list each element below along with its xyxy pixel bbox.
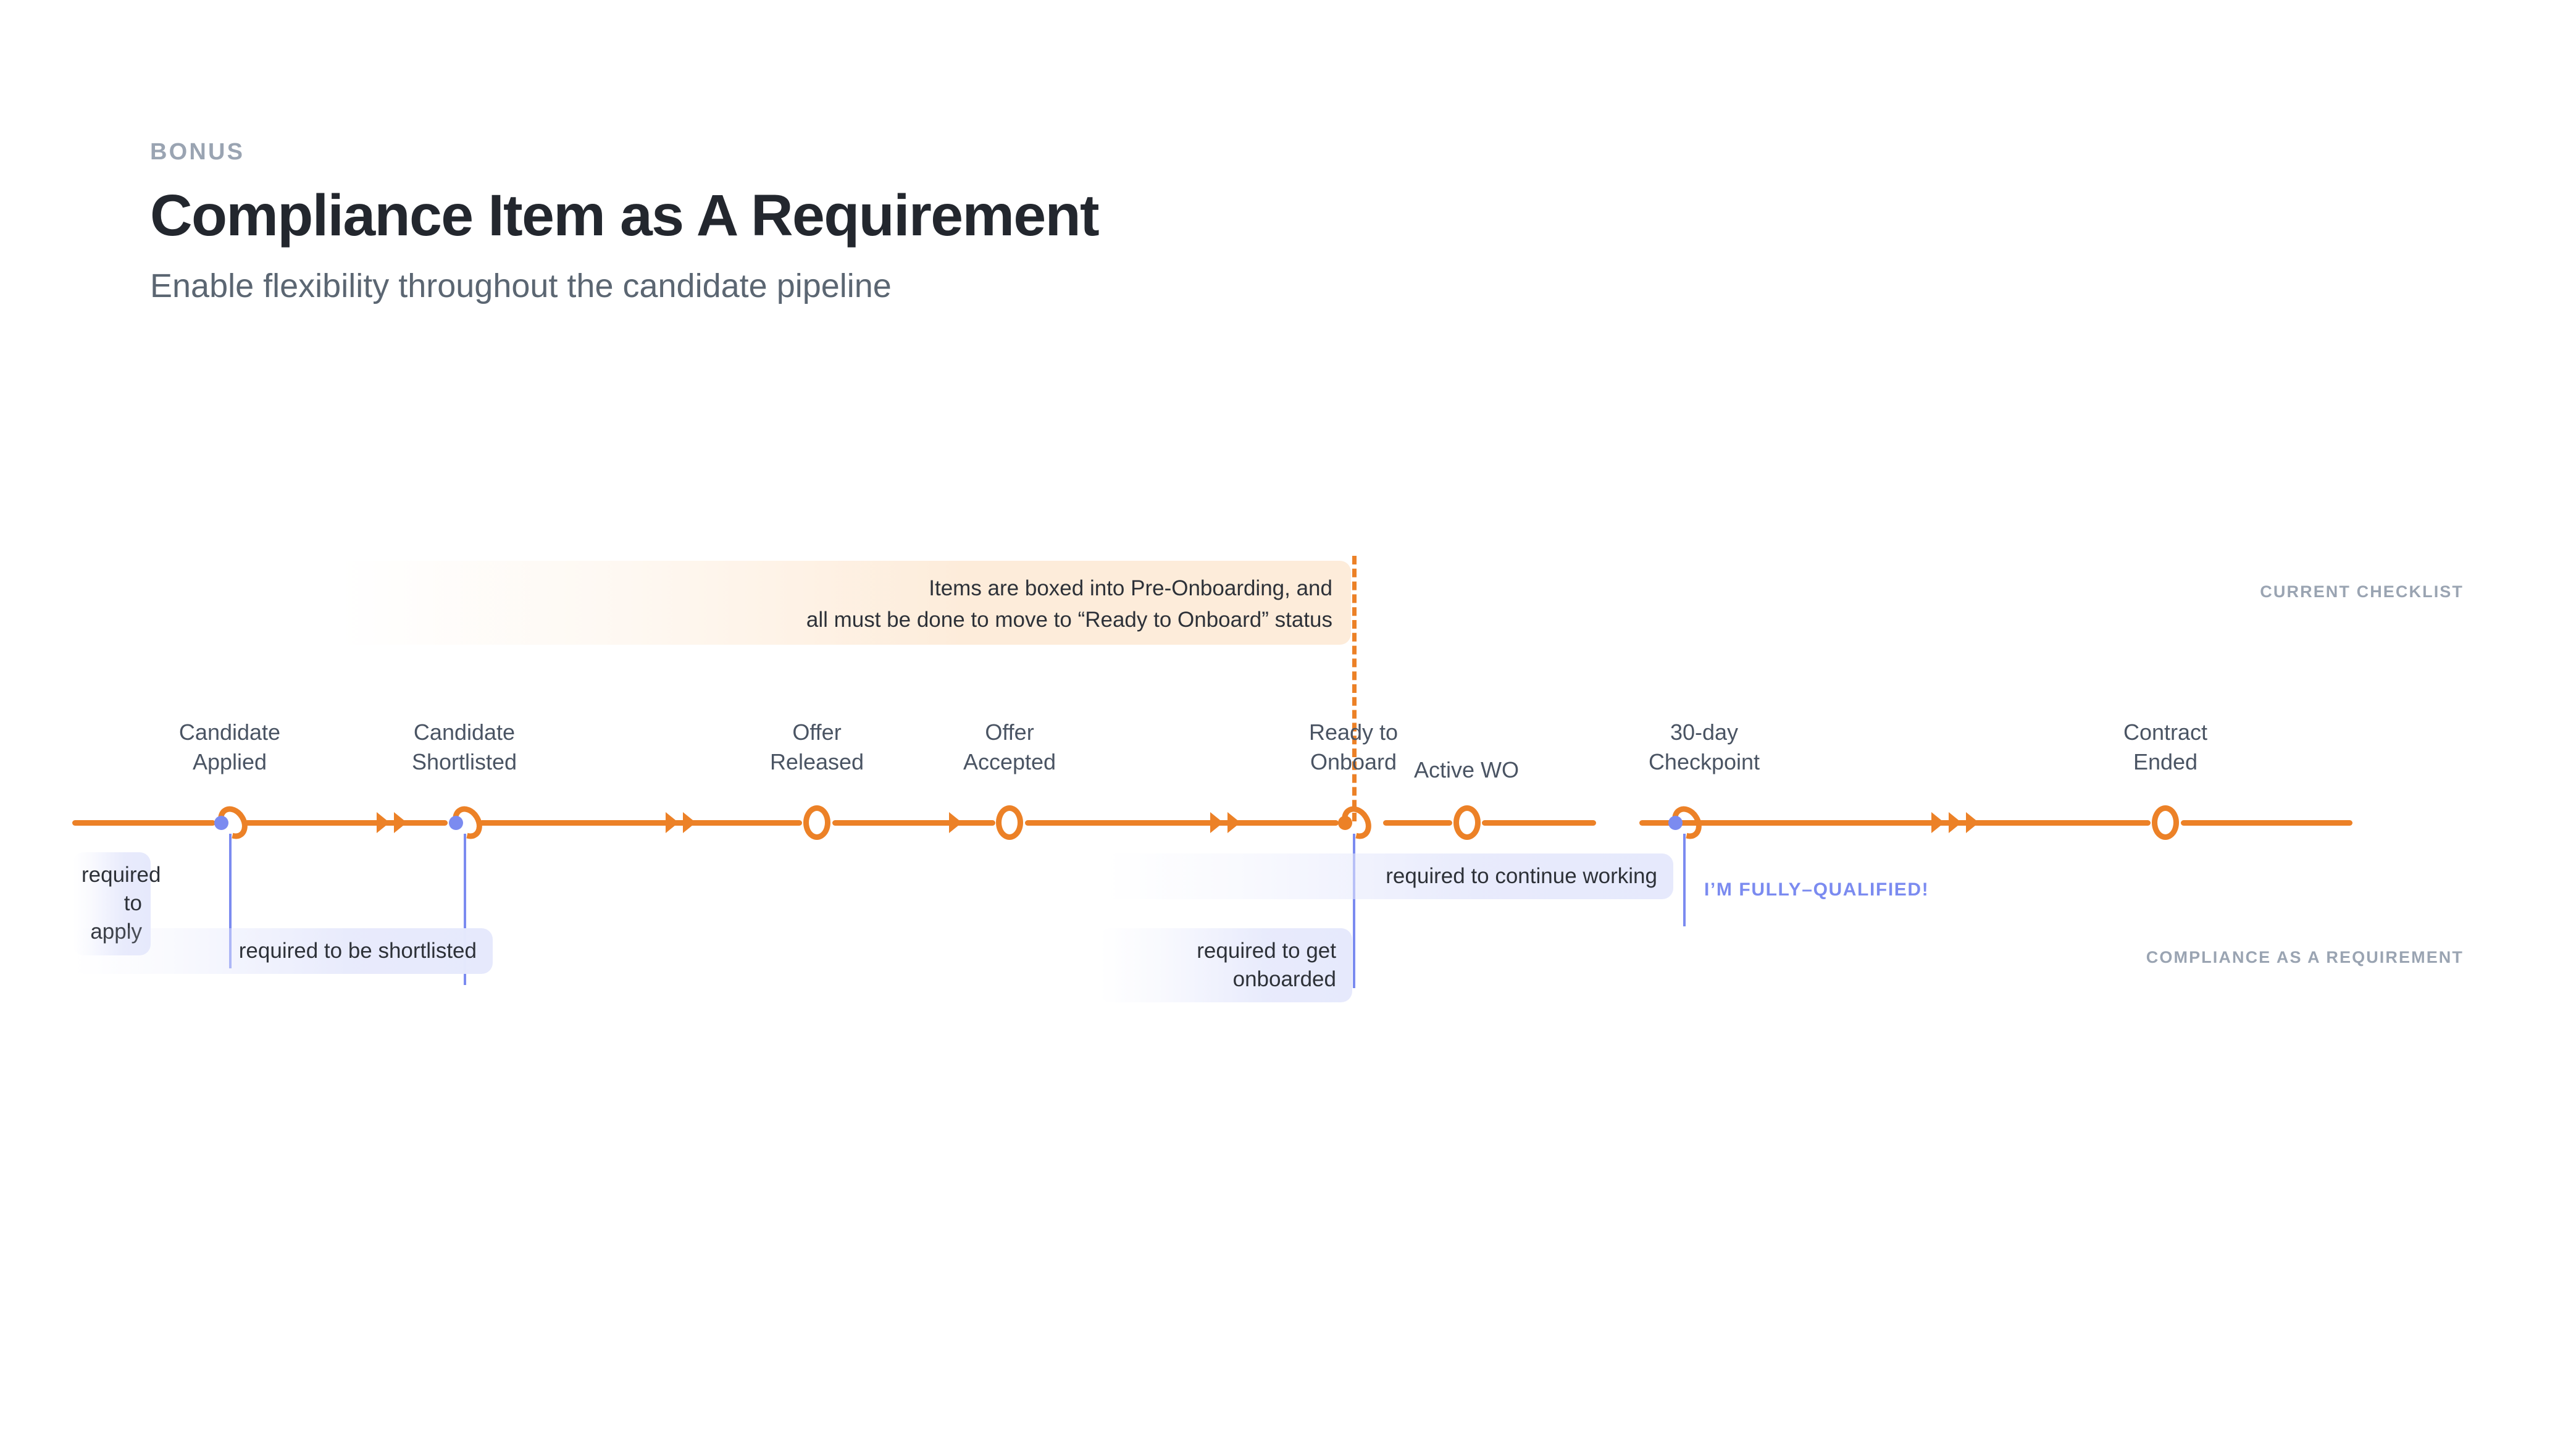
- stage-dot-30-day-checkpoint: [1668, 816, 1683, 830]
- page-title: Compliance Item as A Requirement: [150, 183, 1100, 248]
- page-subtitle: Enable flexibility throughout the candid…: [150, 267, 892, 304]
- stage-label-active-wo: Active WO: [1413, 757, 1519, 782]
- rail-segment-1: [244, 820, 448, 826]
- stage-dot-candidate-shortlisted: [449, 816, 463, 830]
- drop-line-candidate-applied: [229, 834, 232, 968]
- arrow-chevron-icon: [1210, 812, 1223, 833]
- stage-marker-contract-ended[interactable]: [2152, 805, 2179, 840]
- arrow-chevron-icon: [1966, 812, 1979, 833]
- stage-label-candidate-applied: Candidate Applied: [178, 719, 281, 774]
- arrow-chevron-icon: [949, 812, 962, 833]
- rail-segment-3: [832, 820, 995, 826]
- stage-label-ready-to-onboard: Ready to Onboard: [1308, 719, 1399, 774]
- rail-segment-end: [2181, 820, 2352, 826]
- stage-label-offer-released: Offer Released: [769, 719, 864, 774]
- stage-marker-active-wo[interactable]: [1453, 805, 1481, 840]
- rail-segment-7: [1639, 820, 2151, 826]
- stage-dot-candidate-applied: [214, 816, 228, 830]
- rail-segment-5: [1383, 820, 1452, 826]
- caption-compliance-as-requirement: COMPLIANCE AS A REQUIREMENT: [2146, 948, 2464, 966]
- drop-line-candidate-shortlisted: [464, 834, 466, 985]
- arrow-chevron-icon: [394, 812, 407, 833]
- arrow-chevron-icon: [1949, 812, 1962, 833]
- stage-label-offer-accepted: Offer Accepted: [963, 719, 1056, 774]
- pre-onboarding-boundary-dashed-line: [1352, 556, 1357, 821]
- requirement-chip-onboarded: required to get onboarded: [1099, 928, 1352, 1003]
- rail-segment-start: [72, 820, 215, 826]
- requirement-chip-apply-line1: required: [82, 863, 161, 887]
- fully-qualified-badge: I’M FULLY–QUALIFIED!: [1704, 879, 1930, 900]
- drop-line-ready-to-onboard: [1353, 834, 1355, 988]
- pre-onboarding-callout: Items are boxed into Pre-Onboarding, and…: [338, 561, 1351, 645]
- caption-current-checklist: CURRENT CHECKLIST: [2260, 582, 2464, 601]
- arrow-chevron-icon: [1931, 812, 1944, 833]
- drop-line-30-day-checkpoint: [1683, 834, 1686, 926]
- requirement-chip-onboarded-line1: required to get onboarded: [1197, 939, 1336, 992]
- stage-label-contract-ended: Contract Ended: [2123, 719, 2208, 774]
- requirement-chip-shortlisted: required to be shortlisted: [73, 928, 493, 975]
- stage-marker-offer-released[interactable]: [803, 805, 830, 840]
- requirement-chip-continue-working: required to continue working: [1105, 853, 1673, 900]
- requirement-chip-shortlisted-line1: required to be shortlisted: [238, 939, 477, 963]
- stage-label-30-day-checkpoint: 30-day Checkpoint: [1648, 719, 1760, 774]
- arrow-chevron-icon: [683, 812, 696, 833]
- stage-dot-ready-to-onboard: [1338, 816, 1352, 830]
- arrow-chevron-icon: [666, 812, 679, 833]
- callout-line-1: Items are boxed into Pre-Onboarding, and: [929, 576, 1332, 600]
- eyebrow-label: BONUS: [150, 139, 245, 165]
- rail-segment-6: [1482, 820, 1596, 826]
- stage-label-candidate-shortlisted: Candidate Shortlisted: [411, 719, 517, 774]
- arrow-chevron-icon: [1227, 812, 1240, 833]
- page-header: BONUS Compliance Item as A Requirement E…: [150, 139, 1100, 304]
- requirement-chip-continue-working-line1: required to continue working: [1386, 864, 1657, 888]
- rail-segment-4: [1025, 820, 1339, 826]
- rail-segment-2: [479, 820, 802, 826]
- stage-marker-offer-accepted[interactable]: [996, 805, 1023, 840]
- callout-line-2: all must be done to move to “Ready to On…: [806, 607, 1332, 632]
- arrow-chevron-icon: [377, 812, 390, 833]
